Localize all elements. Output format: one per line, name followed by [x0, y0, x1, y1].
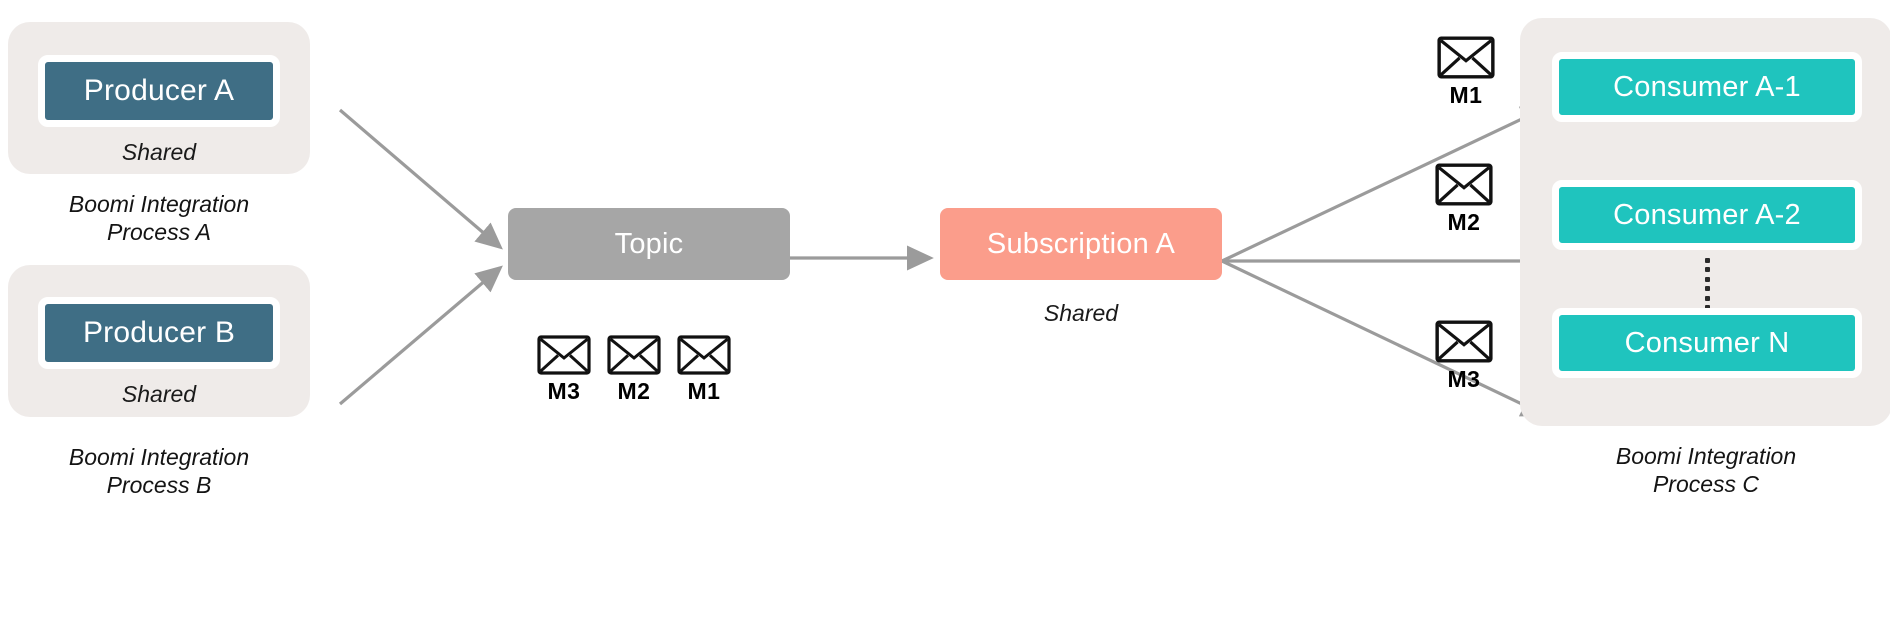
envelope-icon — [677, 335, 731, 375]
node-consumer-n[interactable]: Consumer N — [1552, 308, 1862, 378]
message-m1-topic: M1 — [668, 335, 740, 405]
envelope-icon — [1435, 320, 1493, 363]
caption-process-c: Boomi Integration Process C — [1615, 443, 1797, 498]
message-m2-topic: M2 — [598, 335, 670, 405]
node-producer-b[interactable]: Producer B — [38, 297, 280, 369]
node-producer-a[interactable]: Producer A — [38, 55, 280, 127]
message-m3-topic: M3 — [528, 335, 600, 405]
vertical-ellipsis-icon — [1704, 258, 1710, 310]
message-m3-delivery: M3 — [1418, 320, 1510, 393]
message-m1-delivery: M1 — [1420, 36, 1512, 109]
shared-label-producer-a: Shared — [121, 139, 197, 165]
envelope-icon — [607, 335, 661, 375]
connector-producer-b-to-topic — [338, 265, 503, 406]
shared-label-producer-b: Shared — [121, 381, 197, 407]
node-topic[interactable]: Topic — [508, 208, 790, 280]
envelope-icon — [1435, 163, 1493, 206]
message-label: M3 — [1447, 366, 1481, 392]
envelope-icon — [1437, 36, 1495, 79]
message-label: M1 — [1449, 82, 1483, 108]
shared-label-subscription-a: Shared — [1043, 300, 1119, 326]
node-consumer-a-1[interactable]: Consumer A-1 — [1552, 52, 1862, 122]
connector-producer-a-to-topic — [338, 108, 503, 250]
node-subscription-a[interactable]: Subscription A — [940, 208, 1222, 280]
envelope-icon — [537, 335, 591, 375]
node-consumer-a-2[interactable]: Consumer A-2 — [1552, 180, 1862, 250]
caption-process-b: Boomi Integration Process B — [68, 444, 250, 499]
message-label: M2 — [1447, 209, 1481, 235]
message-label: M3 — [547, 378, 581, 404]
message-label: M2 — [617, 378, 651, 404]
message-m2-delivery: M2 — [1418, 163, 1510, 236]
caption-process-a: Boomi Integration Process A — [68, 191, 250, 246]
message-label: M1 — [687, 378, 721, 404]
